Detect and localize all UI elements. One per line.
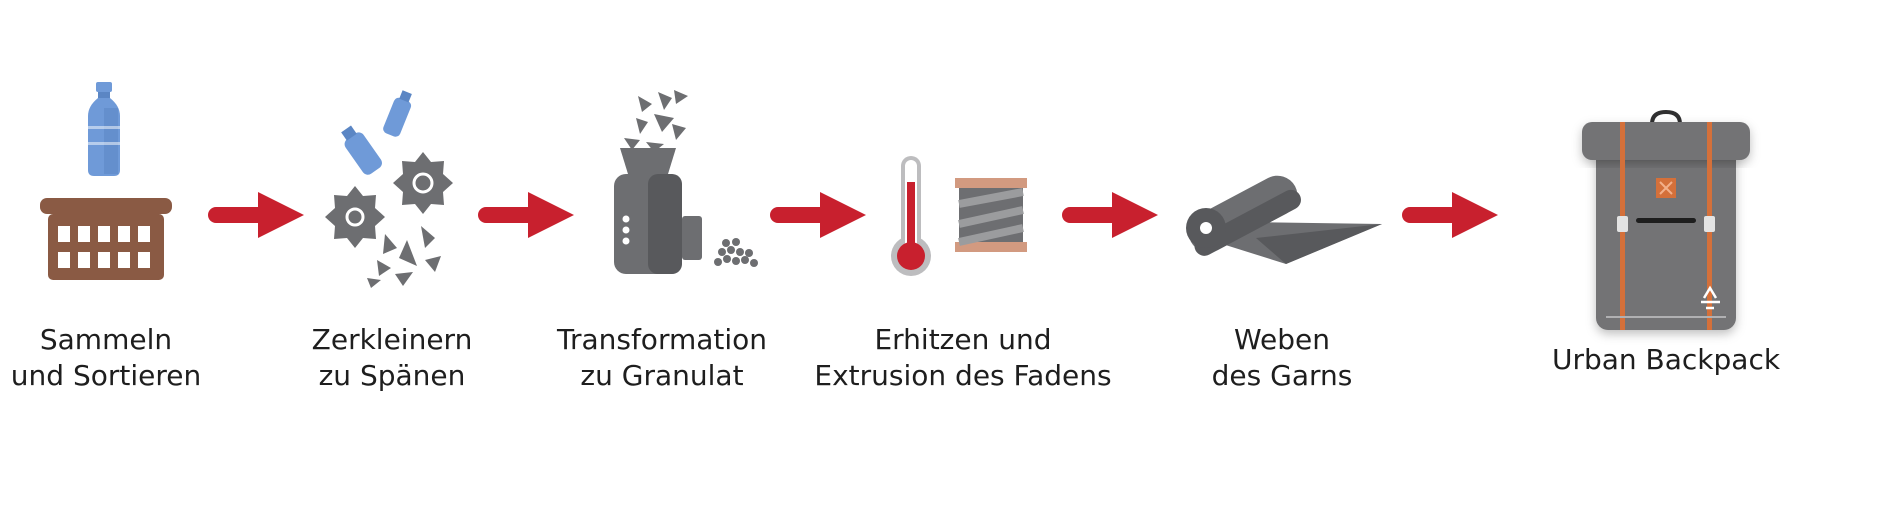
step-label: Weben des Garns <box>1212 322 1353 394</box>
fabric-roll-icon <box>1186 175 1382 264</box>
step-label: Zerkleinern zu Spänen <box>312 322 473 394</box>
step-label-line1: Weben <box>1233 323 1331 356</box>
step-label: Sammeln und Sortieren <box>11 322 201 394</box>
result-label: Urban Backpack <box>1552 342 1780 378</box>
arrow-right-icon <box>1062 192 1158 238</box>
shredder-icon <box>325 90 453 288</box>
result-label-text: Urban Backpack <box>1551 343 1781 376</box>
thermometer-icon <box>891 156 931 276</box>
step-label-line2: des Garns <box>1211 359 1353 392</box>
step-label-line2: zu Spänen <box>318 359 466 392</box>
step-label: Transformation zu Granulat <box>557 322 767 394</box>
basket-icon <box>40 198 172 280</box>
arrow-right-icon <box>770 192 866 238</box>
step-label-line2: zu Granulat <box>580 359 744 392</box>
step-label-line2: Extrusion des Fadens <box>814 359 1112 392</box>
step-label-line1: Transformation <box>556 323 768 356</box>
arrow-right-icon <box>478 192 574 238</box>
step-label-line1: Sammeln <box>39 323 173 356</box>
bottle-icon <box>88 82 120 176</box>
backpack-icon <box>1582 109 1750 330</box>
step-label-line2: und Sortieren <box>10 359 202 392</box>
arrow-right-icon <box>1402 192 1498 238</box>
step-label-line1: Zerkleinern <box>311 323 473 356</box>
granulator-icon <box>614 90 758 274</box>
arrow-right-icon <box>208 192 304 238</box>
step-label: Erhitzen und Extrusion des Fadens <box>814 322 1111 394</box>
thread-spool-icon <box>955 178 1027 252</box>
step-label-line1: Erhitzen und <box>874 323 1052 356</box>
